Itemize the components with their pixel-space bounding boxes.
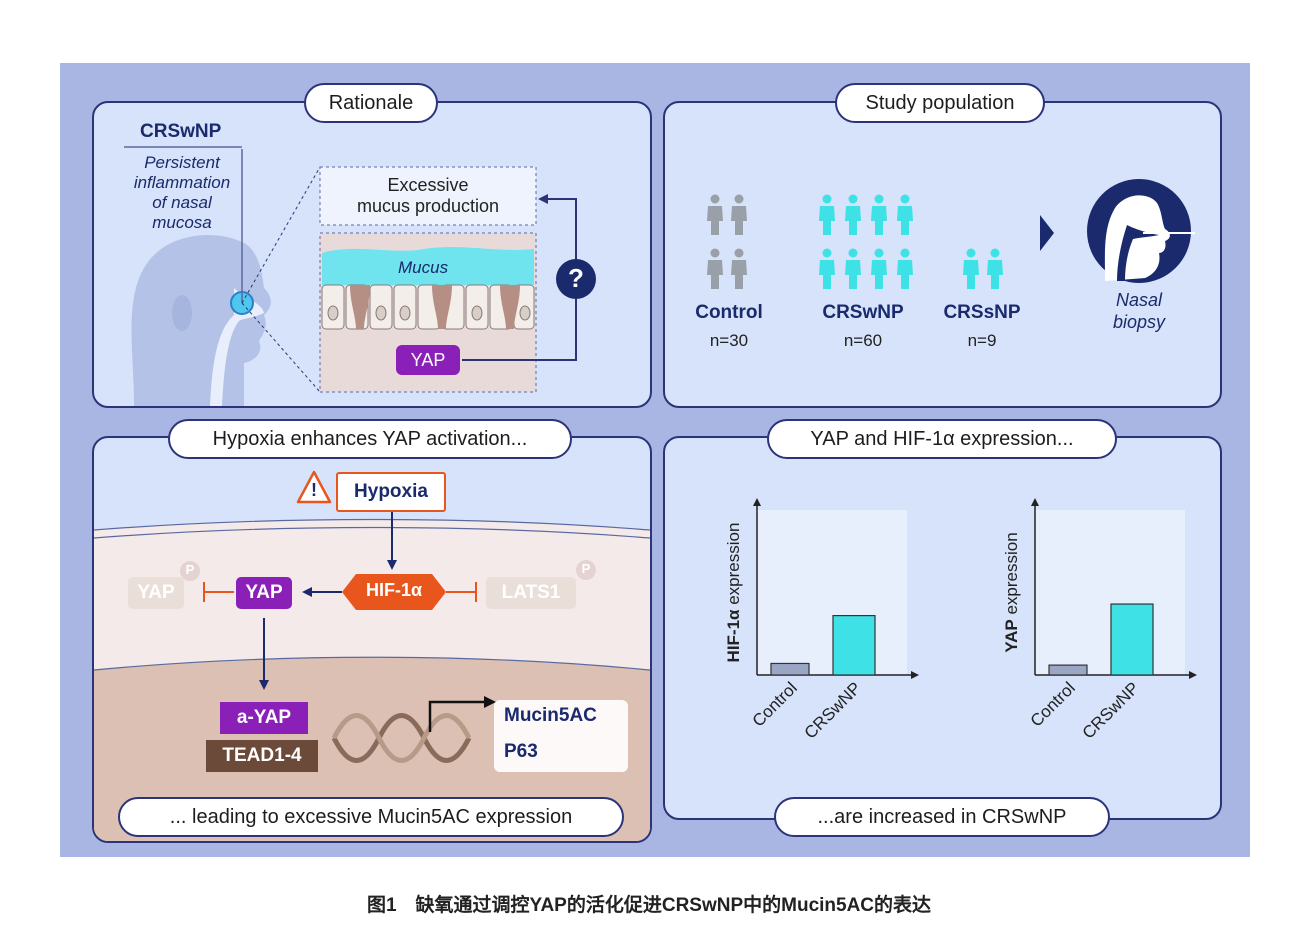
phosphate-icon [180, 561, 200, 581]
person-icon-crswnp [845, 194, 861, 235]
x-tick-label: CRSwNP [1079, 678, 1143, 742]
hypoxia-footer: ... leading to excessive Mucin5AC expres… [118, 797, 624, 837]
hif-label: HIF-1α [365, 580, 423, 600]
person-icon-crswnp [897, 248, 913, 289]
rationale-title: Rationale [304, 83, 438, 123]
nuclei [327, 305, 531, 321]
group-n-control: n=30 [709, 331, 749, 350]
phosphate-icon [576, 560, 596, 580]
target-gene-mucin5ac: Mucin5AC [504, 705, 597, 726]
x-tick-label: CRSwNP [801, 678, 865, 742]
x-tick-label: Control [749, 678, 801, 730]
hif-hexagon [342, 574, 446, 610]
expression-title: YAP and HIF-1α expression... [767, 419, 1117, 459]
yap-box: YAP [236, 577, 292, 609]
y-axis-label: HIF-1α expression [724, 523, 743, 663]
figure-caption: 图1 缺氧通过调控YAP的活化促进CRSwNP中的Mucin5AC的表达 [366, 895, 932, 916]
question-mark: ? [568, 263, 584, 293]
y-axis-label: YAP expression [1002, 532, 1021, 652]
x-tick-label: Control [1027, 678, 1079, 730]
hypoxia-panel: ! Hypoxia HIF-1α YAP YAP LATS1 P P a-YAP… [92, 436, 652, 843]
group-n-crswnp: n=60 [843, 331, 883, 350]
head-silhouette [131, 235, 271, 406]
person-icon-crswnp [819, 194, 835, 235]
bar-control [770, 662, 810, 676]
goblet-cells [350, 285, 520, 329]
bar-crswnp [832, 615, 876, 676]
study-panel: Control n=30 CRSwNP n=60 CRSsNP n=9 Nasa… [663, 101, 1222, 408]
crswnp-label: CRSwNP [140, 121, 222, 142]
person-icon-control [731, 194, 747, 235]
mucus-label: Mucus [398, 258, 449, 277]
expression-footer: ...are increased in CRSwNP [774, 797, 1110, 837]
person-icon-crswnp [871, 194, 887, 235]
person-icon-crswnp [897, 194, 913, 235]
hypoxia-box: Hypoxia [336, 472, 446, 512]
person-icon-control [707, 194, 723, 235]
transcription-arrow [428, 700, 486, 732]
study-title: Study population [835, 83, 1045, 123]
person-icon-crswnp [845, 248, 861, 289]
mucus-layer [322, 247, 534, 285]
person-icon-crswnp [819, 248, 835, 289]
phosphate-label-lats1: P [581, 561, 591, 576]
warning-mark: ! [311, 480, 317, 500]
person-icon-crswnp [871, 248, 887, 289]
target-gene-p63: P63 [504, 741, 538, 762]
dna-helix-icon [331, 713, 472, 763]
ear [172, 295, 192, 331]
tead-box: TEAD1-4 [206, 740, 318, 772]
question-icon [556, 259, 596, 299]
target-genes-box [494, 700, 628, 772]
warning-icon [296, 470, 332, 504]
phospho-yap-faded: YAP [128, 577, 184, 609]
active-yap-box: a-YAP [220, 702, 308, 734]
yap-badge: YAP [396, 345, 460, 375]
biopsy-illustration [1040, 179, 1195, 283]
rationale-illustration [124, 146, 596, 406]
group-label-crswnp: CRSwNP [822, 302, 904, 323]
person-icon-control [731, 248, 747, 289]
person-icon-crssnp [963, 248, 979, 289]
group-label-crssnp: CRSsNP [943, 302, 1021, 323]
lats1-faded: LATS1 [486, 577, 576, 609]
phosphate-label-yap: P [185, 562, 195, 577]
mucus-production-box [319, 166, 537, 226]
person-icon-crssnp [987, 248, 1003, 289]
bar-control [1048, 664, 1088, 676]
nasal-cavity [210, 288, 264, 406]
bar-crswnp [1110, 603, 1154, 676]
chevron-right-icon [1040, 215, 1054, 251]
people-illustration [707, 194, 1003, 289]
group-n-crssnp: n=9 [967, 331, 997, 350]
group-label-control: Control [695, 302, 763, 323]
hypoxia-title: Hypoxia enhances YAP activation... [168, 419, 572, 459]
person-icon-control [707, 248, 723, 289]
